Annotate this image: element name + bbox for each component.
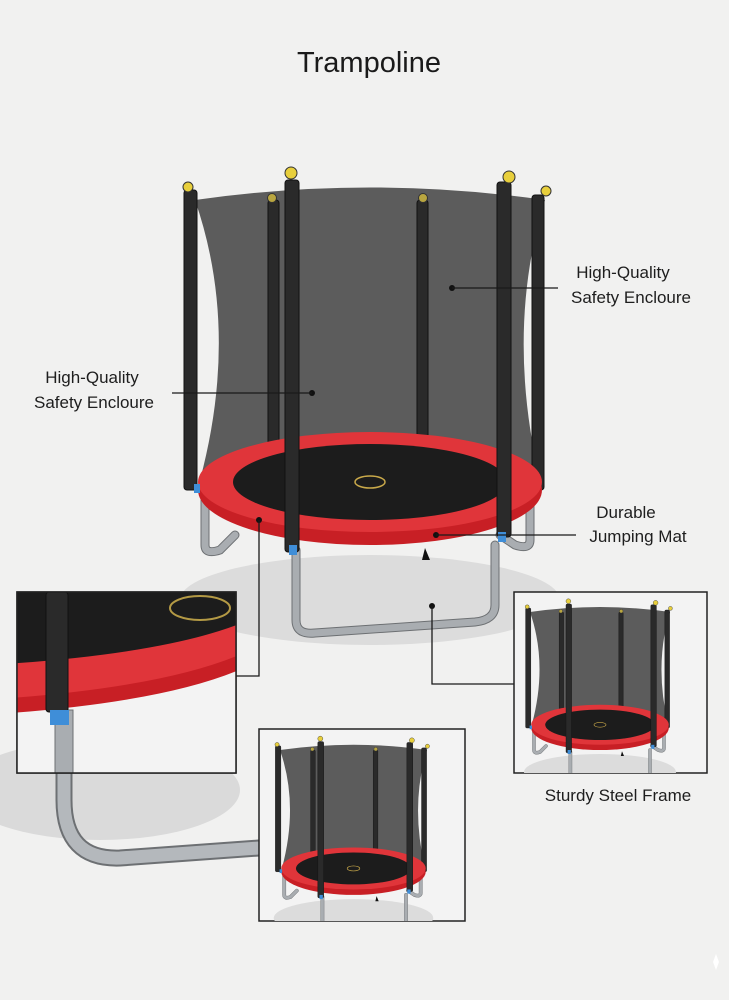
leader-detail: [236, 517, 262, 677]
inset-right-trampoline: [513, 591, 708, 774]
leader-frame: [429, 603, 514, 685]
leader-enclosure-left: [172, 390, 315, 396]
main-trampoline-illustration: [180, 167, 560, 645]
sparkle-icon: [713, 954, 719, 970]
leader-enclosure-right: [449, 285, 558, 291]
inset-bottom-trampoline: [258, 728, 466, 922]
diagram-title: Trampoline: [297, 47, 441, 79]
inset-closeup: [0, 591, 260, 867]
leader-mat: [433, 532, 576, 538]
label-steel-frame: Sturdy Steel Frame: [545, 786, 691, 805]
